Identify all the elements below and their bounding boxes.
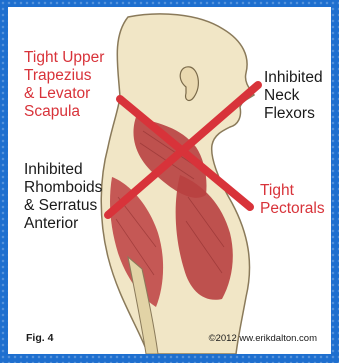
label-tight-pectorals: Tight Pectorals [260,182,325,218]
diagram-panel: Tight Upper Trapezius & Levator Scapula … [8,7,331,354]
figure-number: Fig. 4 [26,332,53,344]
copyright-credit: ©2012 ww.erikdalton.com [209,333,317,344]
label-tight-upper-trapezius: Tight Upper Trapezius & Levator Scapula [24,49,104,121]
label-inhibited-neck-flexors: Inhibited Neck Flexors [264,69,323,123]
label-inhibited-rhomboids: Inhibited Rhomboids & Serratus Anterior [24,161,102,233]
